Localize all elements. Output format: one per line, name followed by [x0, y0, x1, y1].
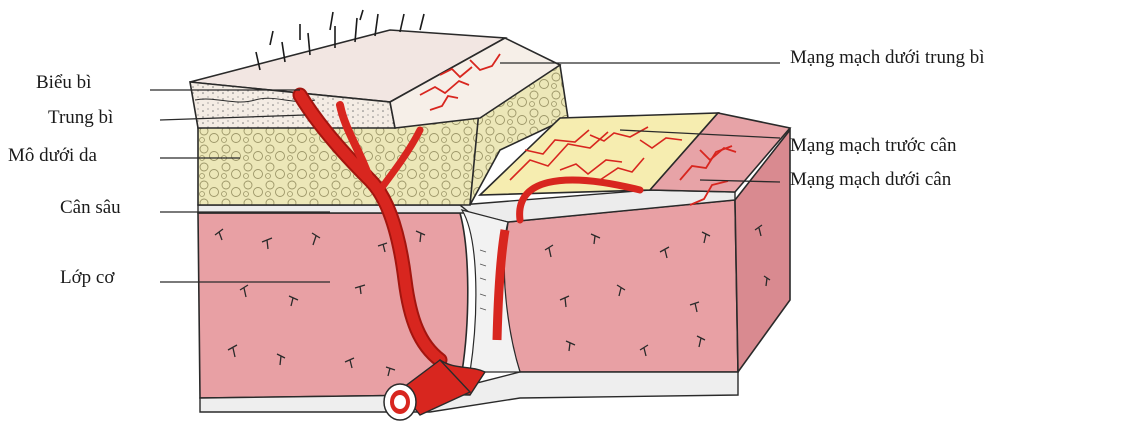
label-mang-mach-duoi-trung-bi: Mạng mạch dưới trung bì — [790, 48, 984, 67]
label-mang-mach-truoc-can: Mạng mạch trước cân — [790, 136, 956, 155]
label-lop-co: Lớp cơ — [60, 268, 114, 287]
label-mo-duoi-da: Mô dưới da — [8, 146, 97, 165]
label-can-sau: Cân sâu — [60, 198, 121, 217]
label-mang-mach-duoi-can: Mạng mạch dưới cân — [790, 170, 951, 189]
label-trung-bi: Trung bì — [48, 108, 113, 127]
label-bieu-bi: Biểu bì — [36, 73, 91, 92]
